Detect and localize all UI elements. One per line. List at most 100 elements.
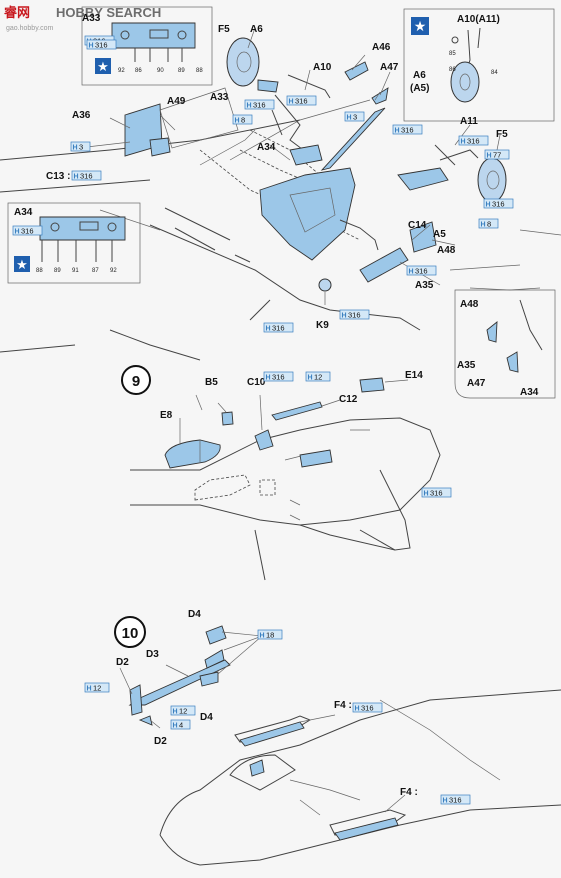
inset-a10 <box>403 8 555 122</box>
part-c12-rail <box>271 401 323 421</box>
svg-text:4: 4 <box>179 721 183 730</box>
svg-text:H: H <box>15 229 20 236</box>
svg-text:89: 89 <box>178 68 185 74</box>
svg-text:H: H <box>247 103 252 110</box>
star-insignia-icon: ★ <box>411 17 429 35</box>
svg-text:316: 316 <box>449 796 462 805</box>
part-a47 <box>371 87 389 105</box>
svg-text:84: 84 <box>491 70 498 76</box>
svg-text:18: 18 <box>266 631 274 640</box>
inset-callouts: 92 86 90 89 88 88 89 91 87 92 85 86 84 <box>36 51 498 274</box>
cockpit-panel <box>299 449 333 468</box>
part-a49-panel <box>159 87 239 149</box>
svg-text:316: 316 <box>272 373 285 382</box>
svg-text:★: ★ <box>414 19 427 35</box>
label-c12: C12 <box>339 394 358 405</box>
svg-text:H: H <box>395 128 400 135</box>
svg-text:316: 316 <box>253 101 266 110</box>
label-a36: A36 <box>72 110 91 121</box>
svg-text:91: 91 <box>72 268 79 274</box>
missile-upper <box>234 715 312 747</box>
svg-text:316: 316 <box>415 267 428 276</box>
svg-text:316: 316 <box>80 172 93 181</box>
svg-text:92: 92 <box>110 268 117 274</box>
svg-text:H: H <box>266 375 271 382</box>
part-a46 <box>344 61 369 81</box>
svg-text:316: 316 <box>272 324 285 333</box>
star-insignia-icon: ★ <box>14 256 30 273</box>
label-f4-top: F4 : <box>334 700 352 711</box>
svg-text:H: H <box>481 222 486 229</box>
label-a6-inset: A6 <box>413 70 426 81</box>
label-a5-paren: (A5) <box>410 83 429 94</box>
svg-text:316: 316 <box>295 97 308 106</box>
label-a48: A48 <box>437 245 456 256</box>
label-a46: A46 <box>372 42 391 53</box>
svg-text:8: 8 <box>241 116 245 125</box>
svg-text:H: H <box>87 686 92 693</box>
svg-text:H: H <box>173 723 178 730</box>
svg-text:87: 87 <box>92 268 99 274</box>
label-f4-bottom: F4 : <box>400 787 418 798</box>
label-c14: C14 <box>408 220 427 231</box>
label-a34-inset: A34 <box>14 207 33 218</box>
label-d4-bottom: D4 <box>200 712 213 723</box>
step-9-badge: 9 <box>121 365 151 395</box>
svg-text:H: H <box>347 115 352 122</box>
label-a33: A33 <box>210 92 229 103</box>
svg-text:H: H <box>461 139 466 146</box>
label-a35: A35 <box>415 280 434 291</box>
label-d4-top: D4 <box>188 609 201 620</box>
svg-text:316: 316 <box>348 311 361 320</box>
part-a47-rod <box>320 107 386 171</box>
svg-text:H: H <box>443 798 448 805</box>
part-e14 <box>359 377 385 393</box>
part-e8-tank <box>164 439 221 469</box>
svg-text:H: H <box>355 706 360 713</box>
svg-text:86: 86 <box>135 68 142 74</box>
svg-text:H: H <box>173 709 178 716</box>
label-e14: E14 <box>405 370 423 381</box>
svg-text:H: H <box>74 174 79 181</box>
label-d2-bottom: D2 <box>154 736 167 747</box>
svg-text:H: H <box>266 326 271 333</box>
svg-text:90: 90 <box>157 68 164 74</box>
svg-text:9: 9 <box>132 373 140 390</box>
svg-text:316: 316 <box>467 137 480 146</box>
inset-a34 <box>7 202 141 284</box>
svg-text:★: ★ <box>16 258 28 273</box>
watermark-cn: 睿网 <box>4 5 30 20</box>
svg-text:H: H <box>486 202 491 209</box>
label-a48-inset: A48 <box>460 299 479 310</box>
svg-text:H: H <box>89 43 94 50</box>
label-a11: A11 <box>460 116 478 127</box>
label-a33-inset: A33 <box>82 13 101 24</box>
part-a5-door <box>409 221 437 253</box>
part-wheel-well <box>259 167 356 261</box>
svg-text:92: 92 <box>118 68 125 74</box>
sidewinder-missile <box>128 625 231 726</box>
label-a10: A10 <box>313 62 332 73</box>
fuselage-outline-step10 <box>159 689 561 866</box>
label-c10: C10 <box>247 377 266 388</box>
svg-text:H: H <box>260 633 265 640</box>
svg-text:12: 12 <box>179 707 187 716</box>
part-a33-edge <box>199 129 256 166</box>
svg-text:3: 3 <box>353 113 357 122</box>
svg-text:H: H <box>487 153 492 160</box>
label-f5-right: F5 <box>496 129 508 140</box>
svg-text:316: 316 <box>401 126 414 135</box>
svg-text:H: H <box>409 269 414 276</box>
svg-text:H: H <box>73 145 78 152</box>
